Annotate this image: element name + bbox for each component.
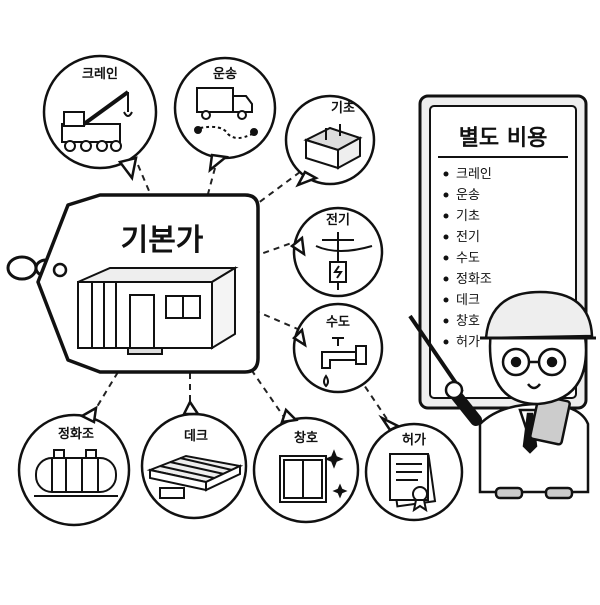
board-bullet: [443, 171, 449, 177]
node-deck: 데크: [140, 399, 248, 520]
electricity-label: 전기: [326, 212, 350, 228]
board-bullet: [443, 255, 449, 261]
board-bullet: [443, 318, 449, 324]
board-bullet: [443, 192, 449, 198]
shoe-right: [544, 486, 574, 500]
septic-tank-icon: [34, 449, 118, 497]
foundation-bubble-tail: [295, 170, 319, 188]
wood-deck-icon: [146, 454, 244, 499]
mascot-hand: [444, 380, 464, 400]
node-septic: 정화조: [17, 405, 131, 527]
deck-bubble-tail: [181, 399, 201, 416]
transport-bubble-tail: [208, 153, 230, 173]
septic-label: 정화조: [58, 426, 94, 442]
board-bullet: [443, 297, 449, 303]
node-water: 수도: [292, 302, 384, 394]
deck-label: 데크: [184, 429, 208, 444]
eye-right: [546, 356, 558, 368]
node-crane: 크레인: [42, 54, 158, 181]
water-bubble-tail: [292, 327, 307, 348]
crane-bubble-tail: [117, 156, 138, 181]
connector-foundation: [237, 171, 301, 219]
water-bubble: [292, 302, 384, 394]
connector-electricity: [257, 239, 301, 256]
connector-water: [257, 311, 301, 331]
board-list-item: 정화조: [456, 272, 492, 287]
board-list-item: 데크: [456, 293, 480, 308]
foundation-label: 기초: [331, 101, 355, 116]
board-list-item: 전기: [456, 230, 480, 245]
node-transport: 운송: [173, 56, 277, 173]
window-bubble-tail: [280, 407, 299, 424]
truck-icon: [194, 87, 258, 139]
board-bullet: [443, 213, 449, 219]
main-price-tag: 기본가: [6, 193, 260, 374]
board-list-item: 창호: [456, 314, 480, 329]
electricity-bubble-tail: [289, 235, 306, 257]
permit-label: 허가: [402, 432, 426, 448]
board-bullet: [443, 234, 449, 240]
node-foundation: 기초: [284, 94, 376, 188]
pointer-stick: [408, 314, 464, 394]
board-list-item: 기초: [456, 209, 480, 224]
foundation-block-icon: [303, 124, 363, 170]
board-list-item: 크레인: [456, 167, 492, 182]
crane-icon: [61, 90, 133, 152]
connector-permit: [361, 381, 394, 429]
faucet-icon: [321, 337, 367, 388]
hard-hat-icon: [484, 290, 594, 340]
tag-hole: [52, 262, 68, 278]
node-window: 창호: [252, 407, 360, 524]
window-frame-icon: [279, 449, 348, 503]
board-bullet: [443, 339, 449, 345]
main-title: 기본가: [121, 223, 204, 258]
connector-window: [247, 364, 287, 421]
eye-left: [510, 356, 522, 368]
septic-bubble-tail: [79, 405, 98, 424]
board-list-item: 허가: [456, 335, 480, 350]
utility-pole-icon: [315, 232, 373, 290]
mascot-character: [408, 290, 596, 500]
node-permit: 허가: [364, 414, 464, 522]
permit-bubble-tail: [378, 414, 401, 432]
mascot-smile: [527, 383, 541, 390]
shoe-left: [494, 486, 524, 500]
transport-label: 운송: [213, 67, 237, 82]
document-certificate-icon: [389, 453, 437, 513]
water-label: 수도: [326, 315, 350, 330]
tag-ring: [6, 255, 38, 281]
board-title: 별도 비용: [459, 126, 548, 151]
board-list-item: 운송: [456, 188, 480, 203]
window-label: 창호: [294, 430, 318, 446]
node-electricity: 전기: [289, 206, 384, 298]
board-list-item: 수도: [456, 251, 480, 266]
container-house-icon: [77, 266, 239, 355]
board-bullet: [443, 276, 449, 282]
connector-septic: [91, 371, 119, 416]
crane-label: 크레인: [82, 66, 118, 82]
